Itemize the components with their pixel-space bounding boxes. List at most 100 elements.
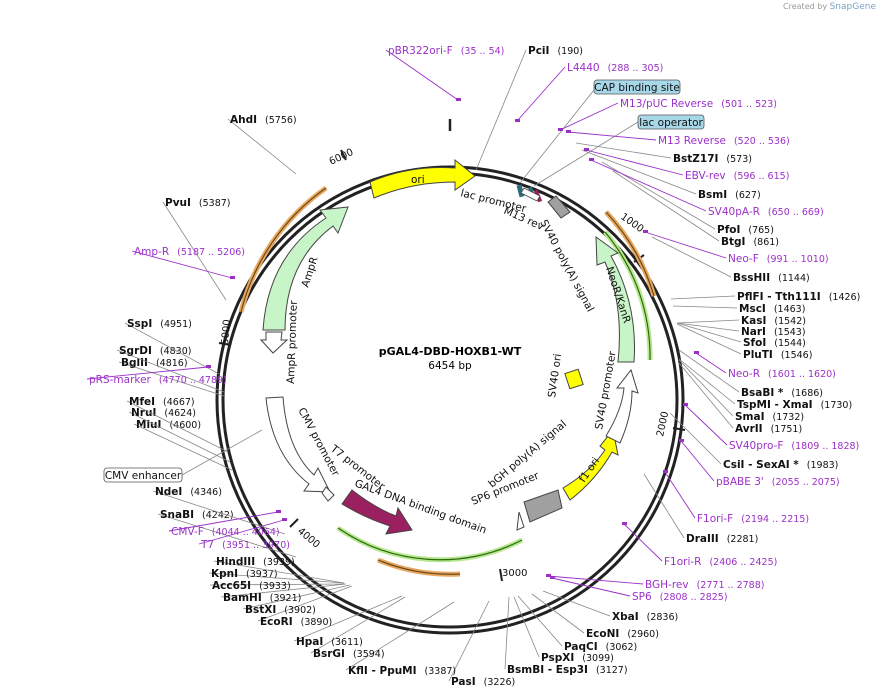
site-label: SspI(4951) [124,318,220,375]
tick-mark-5000 [218,342,232,346]
site-position: (3226) [484,677,516,688]
site-position: (1686) [791,388,823,399]
site-label: SfoI(1544) [676,322,806,349]
site-leader [504,596,510,670]
site-position: (1542) [774,316,806,327]
site-name: BstZ17I [673,153,718,165]
primer-text: L4440(288 .. 305) [567,62,663,74]
primer-position: (2771 .. 2788) [697,580,765,591]
primer-text: BGH-rev(2771 .. 2788) [645,579,764,591]
primer-leader [680,440,715,482]
primer-label: M13/pUC Reverse(501 .. 523) [558,98,777,131]
site-leader [531,593,585,634]
site-label: EcoRI(3890) [257,585,353,628]
primer-position: (4770 .. 4789) [159,375,227,386]
site-text: SgrDI(4830) [119,345,191,357]
primer-site-mark [282,518,287,521]
primer-site-mark [546,574,551,577]
site-name: KflI - PpuMI [348,665,417,677]
site-name: PfoI [717,224,740,236]
site-position: (5387) [199,198,231,209]
site-name: SgrDI [119,345,152,357]
primer-site-mark [515,119,520,122]
site-leader [643,473,685,539]
site-position: (1546) [781,350,813,361]
site-leader [293,595,403,642]
primer-position: (596 .. 615) [734,171,790,182]
site-position: (4667) [163,397,195,408]
site-leader [517,595,563,647]
site-leader [678,358,736,405]
site-leader [118,361,225,397]
lac-operator-leader [533,121,639,187]
site-leader [126,400,229,453]
site-leader [208,572,345,584]
lac-operator-label: lac operator [639,117,703,129]
site-leader [242,584,351,610]
site-name: BsmI [698,189,727,201]
site-text: SnaBI(4242) [160,509,234,521]
site-position: (3921) [270,593,302,604]
ampr-promoter-label: AmpR promoter [285,300,300,384]
site-position: (4951) [160,319,192,330]
site-name: BsaBI * [741,387,784,399]
primer-label: pBABE 3'(2055 .. 2075) [679,439,840,488]
primer-name: Neo-F [728,253,759,265]
site-name: PflFI - Tth111I [737,291,821,303]
site-position: (3939) [263,557,295,568]
primer-site-mark [622,522,627,525]
primer-name: CMV-F [171,526,204,538]
site-name: SmaI [735,411,765,423]
tick-label-3000: 3000 [502,568,527,579]
primer-position: (520 .. 536) [734,136,790,147]
tick-label-2000: 2000 [655,410,671,437]
primer-site-mark [584,148,589,151]
site-text: Acc65I(3933) [212,580,291,592]
primer-position: (4044 .. 4064) [212,527,280,538]
site-label: MfeI(4667) [126,396,229,453]
site-label: Acc65I(3933) [209,580,346,592]
site-name: MscI [739,303,766,315]
site-label: TspMI - XmaI(1730) [678,358,852,411]
site-text: BsaBI * (1686) [741,387,823,399]
primer-name: EBV-rev [685,170,726,182]
site-name: EcoRI [260,616,293,628]
primer-position: (288 .. 305) [608,63,664,74]
site-position: (1463) [774,304,806,315]
plasmid-length: 6454 bp [428,360,472,372]
site-text: SmaI(1732) [735,411,804,423]
site-name: PluTI [743,349,773,361]
site-name: PciI [528,45,549,57]
tick-mark-4000 [289,518,299,528]
site-leader [220,583,347,598]
ampr-promoter-arrow [259,331,289,354]
site-text: MscI (1463) [739,303,805,315]
primer-leader [547,575,644,585]
site-text: BstZ17I(573) [673,153,752,165]
primer-leader [567,131,657,141]
site-position: (3387) [425,666,457,677]
site-leader [581,149,697,195]
site-name: HpaI [296,636,323,648]
site-text: NarI(1543) [741,326,806,338]
primer-site-mark [694,351,699,354]
site-name: PasI [451,676,476,688]
t7-promoter-arrow [321,486,335,502]
site-name: TspMI - XmaI [737,399,813,411]
primer-label: F1ori-F(2194 .. 2215) [663,470,809,525]
lac-operator-box: lac operator [637,114,705,130]
sv40-polya-box [547,195,571,219]
primer-leader [516,66,566,122]
primer-leader [168,511,279,532]
primer-site-mark [643,230,648,233]
site-name: CsiI - SexAI * [723,459,799,471]
primer-text: M13/pUC Reverse(501 .. 523) [620,98,777,110]
site-text: BsmBI - Esp3I(3127) [507,664,628,676]
site-label: HpaI(3611) [293,595,403,648]
site-leader [133,423,233,471]
bgh-polya-box [523,489,563,523]
primer-name: Amp-R [134,246,169,258]
primer-text: pBR322ori-F(35 .. 54) [388,45,504,57]
primer-name: F1ori-R [664,556,701,568]
